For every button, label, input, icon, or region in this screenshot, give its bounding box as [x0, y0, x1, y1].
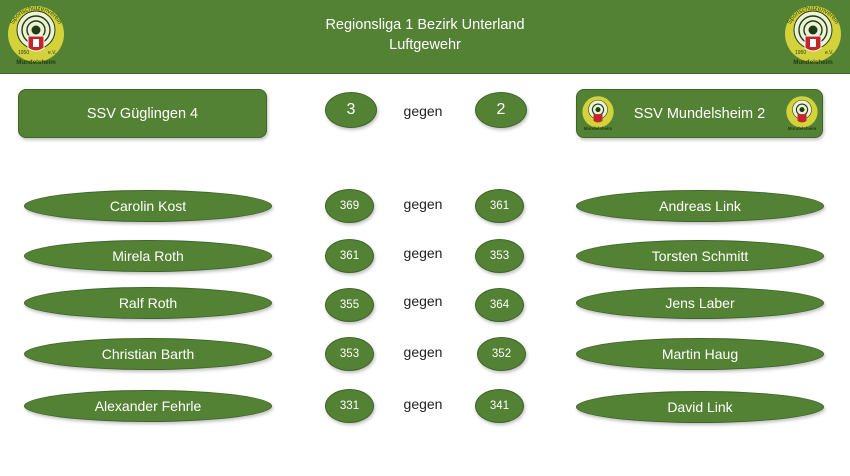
- away-team-box: Mundelsheim SSV Mundelsheim 2 Mundelshei…: [576, 89, 823, 138]
- discipline-title: Luftgewehr: [389, 37, 461, 53]
- svg-text:Mundelsheim: Mundelsheim: [584, 126, 613, 131]
- vs-label-3: gegen: [403, 293, 443, 309]
- svg-text:e.V.: e.V.: [825, 50, 833, 56]
- home-score-2: 361: [325, 239, 374, 273]
- home-team-score: 3: [325, 92, 377, 128]
- away-score-3: 364: [475, 288, 524, 322]
- svg-text:e.V.: e.V.: [48, 50, 56, 56]
- home-shooter-2: Mirela Roth: [24, 240, 272, 272]
- home-team-name: SSV Güglingen 4: [86, 105, 199, 122]
- vs-label-5: gegen: [403, 396, 443, 412]
- league-title: Regionsliga 1 Bezirk Unterland: [325, 17, 525, 33]
- header-banner: Sportschützenverein 1950 e.V. Mundelshei…: [0, 0, 850, 74]
- home-score-5: 331: [325, 389, 374, 423]
- away-score-2: 353: [475, 239, 524, 273]
- home-shooter-3: Ralf Roth: [24, 287, 272, 319]
- home-shooter-4: Christian Barth: [24, 338, 272, 370]
- away-score-4: 352: [477, 337, 526, 371]
- home-shooter-1: Carolin Kost: [24, 190, 272, 222]
- team-vs-label: gegen: [403, 103, 443, 119]
- away-shooter-3: Jens Laber: [576, 287, 824, 319]
- vs-label-1: gegen: [403, 196, 443, 212]
- svg-text:1950: 1950: [18, 50, 29, 56]
- away-score-5: 341: [475, 389, 524, 423]
- home-score-3: 355: [325, 288, 374, 322]
- away-score-1: 361: [475, 189, 524, 223]
- away-shooter-2: Torsten Schmitt: [576, 240, 824, 272]
- away-shooter-4: Martin Haug: [576, 338, 824, 370]
- home-score-1: 369: [325, 189, 374, 223]
- club-logo-right: Sportschützenverein 1950 e.V. Mundelshei…: [785, 5, 841, 66]
- vs-label-2: gegen: [403, 245, 443, 261]
- away-shooter-5: David Link: [576, 391, 824, 423]
- home-team-box: SSV Güglingen 4: [18, 89, 267, 138]
- vs-label-4: gegen: [403, 344, 443, 360]
- home-shooter-5: Alexander Fehrle: [24, 390, 272, 422]
- away-logo-right-icon: Mundelsheim: [786, 96, 818, 131]
- svg-text:Mundelsheim: Mundelsheim: [16, 59, 56, 66]
- club-logo-left: Sportschützenverein 1950 e.V. Mundelshei…: [8, 5, 64, 66]
- svg-text:Mundelsheim: Mundelsheim: [788, 126, 817, 131]
- svg-text:1950: 1950: [795, 50, 806, 56]
- home-score-4: 353: [325, 337, 374, 371]
- away-logo-left-icon: Mundelsheim: [582, 96, 614, 131]
- away-shooter-1: Andreas Link: [576, 190, 824, 222]
- away-team-score: 2: [475, 92, 527, 128]
- away-team-name: SSV Mundelsheim 2: [633, 105, 766, 122]
- svg-text:Mundelsheim: Mundelsheim: [793, 59, 833, 66]
